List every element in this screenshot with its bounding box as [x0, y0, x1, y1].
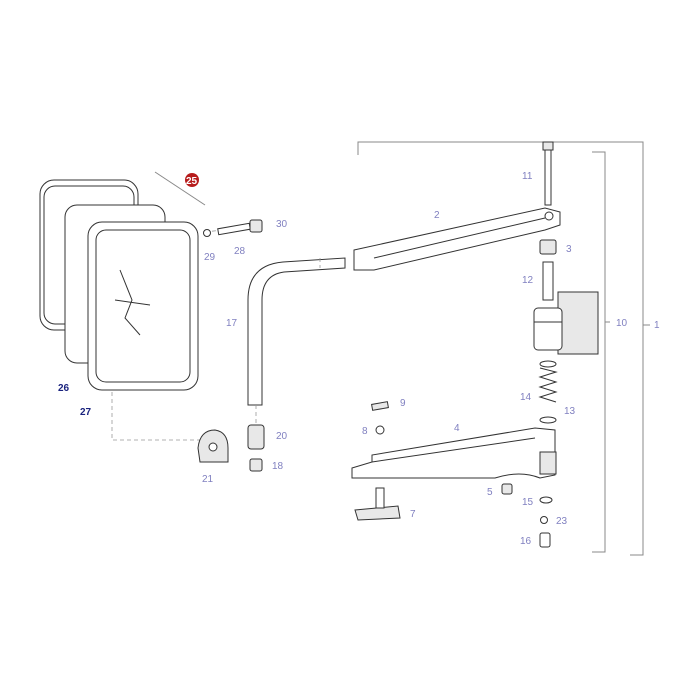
- bracket-mirror-25: [154, 171, 206, 206]
- spring-top: [539, 360, 557, 368]
- highlight-badge-25: [185, 173, 199, 187]
- callout-10: 10: [616, 318, 628, 329]
- callout-labels: 1 2 3 4 5 7 8 9 10 11 12 13 14 15 16 17 …: [58, 171, 660, 547]
- washer-13: [539, 416, 557, 424]
- lower-arm-body: [351, 427, 556, 479]
- mirror-frame-inner: [95, 229, 191, 383]
- mirror-assembly: [39, 179, 241, 441]
- mirror-reflection-mark: [119, 269, 141, 336]
- washer-15: [539, 496, 553, 504]
- upper-arm-hole: [544, 211, 554, 221]
- nut-18: [249, 458, 263, 472]
- callout-14: 14: [520, 392, 532, 403]
- small-parts: [354, 401, 553, 548]
- callout-11: 11: [522, 171, 533, 182]
- callout-1: 1: [654, 320, 660, 331]
- callout-26: 26: [58, 383, 70, 394]
- clip-9: [371, 401, 389, 411]
- mirror-frame-outer: [87, 221, 199, 391]
- pin-12: [542, 261, 554, 301]
- callout-27: 27: [80, 407, 92, 418]
- callout-21: 21: [202, 474, 214, 485]
- fastener-group-top: [203, 219, 263, 237]
- callout-20: 20: [276, 431, 288, 442]
- callout-16: 16: [520, 536, 532, 547]
- assembly-brackets: [154, 141, 650, 556]
- lower-arm-boss: [539, 451, 557, 475]
- clamp-hole: [208, 442, 218, 452]
- callout-12: 12: [522, 275, 534, 286]
- washer-29: [203, 229, 211, 237]
- callout-8: 8: [362, 426, 368, 437]
- bolt-11: [542, 141, 554, 206]
- callout-15: 15: [522, 497, 534, 508]
- callout-7: 7: [410, 509, 416, 520]
- callout-3: 3: [566, 244, 572, 255]
- upper-arm-2: [353, 207, 561, 271]
- nut-5: [501, 483, 513, 495]
- nut-3: [539, 239, 557, 255]
- bushing-20: [247, 424, 265, 450]
- lower-arm-4: [351, 427, 557, 479]
- clamp-21: [197, 429, 229, 463]
- spring-coils: [538, 367, 558, 403]
- bolt-head: [542, 141, 554, 151]
- bolt-shank: [544, 149, 552, 206]
- mirror-connection-line: [111, 392, 200, 441]
- callout-4: 4: [454, 423, 460, 434]
- callout-5: 5: [487, 487, 493, 498]
- callout-29: 29: [204, 252, 216, 263]
- handle-7-stem: [375, 487, 385, 509]
- arm-tube: [247, 257, 346, 406]
- bracket-assembly-10: [592, 151, 606, 553]
- callout-18: 18: [272, 461, 284, 472]
- mount-plate: [557, 291, 599, 355]
- pin-16: [539, 532, 551, 548]
- callout-28: 28: [234, 246, 246, 257]
- lower-arm-edge: [371, 437, 536, 463]
- lower-fasteners: [247, 405, 265, 472]
- callout-25: 25: [186, 176, 198, 187]
- washer-8: [375, 425, 385, 435]
- callout-23: 23: [556, 516, 568, 527]
- callout-9: 9: [400, 398, 406, 409]
- callout-30: 30: [276, 219, 288, 230]
- nut-30: [249, 219, 263, 233]
- pivot-housing-10: [533, 291, 599, 355]
- washer-23: [540, 516, 548, 524]
- mirror-arm-17: [247, 257, 346, 406]
- upper-arm-edge: [373, 217, 546, 259]
- mirror-reflection-mark-2: [114, 299, 151, 306]
- callout-2: 2: [434, 210, 440, 221]
- pivot-housing-body: [533, 307, 563, 351]
- callout-13: 13: [564, 406, 576, 417]
- bracket-assembly-1: [357, 141, 644, 556]
- spring-14: [538, 360, 558, 424]
- callout-17: 17: [226, 318, 238, 329]
- nut-3-body: [539, 239, 557, 255]
- screw-28: [217, 222, 251, 236]
